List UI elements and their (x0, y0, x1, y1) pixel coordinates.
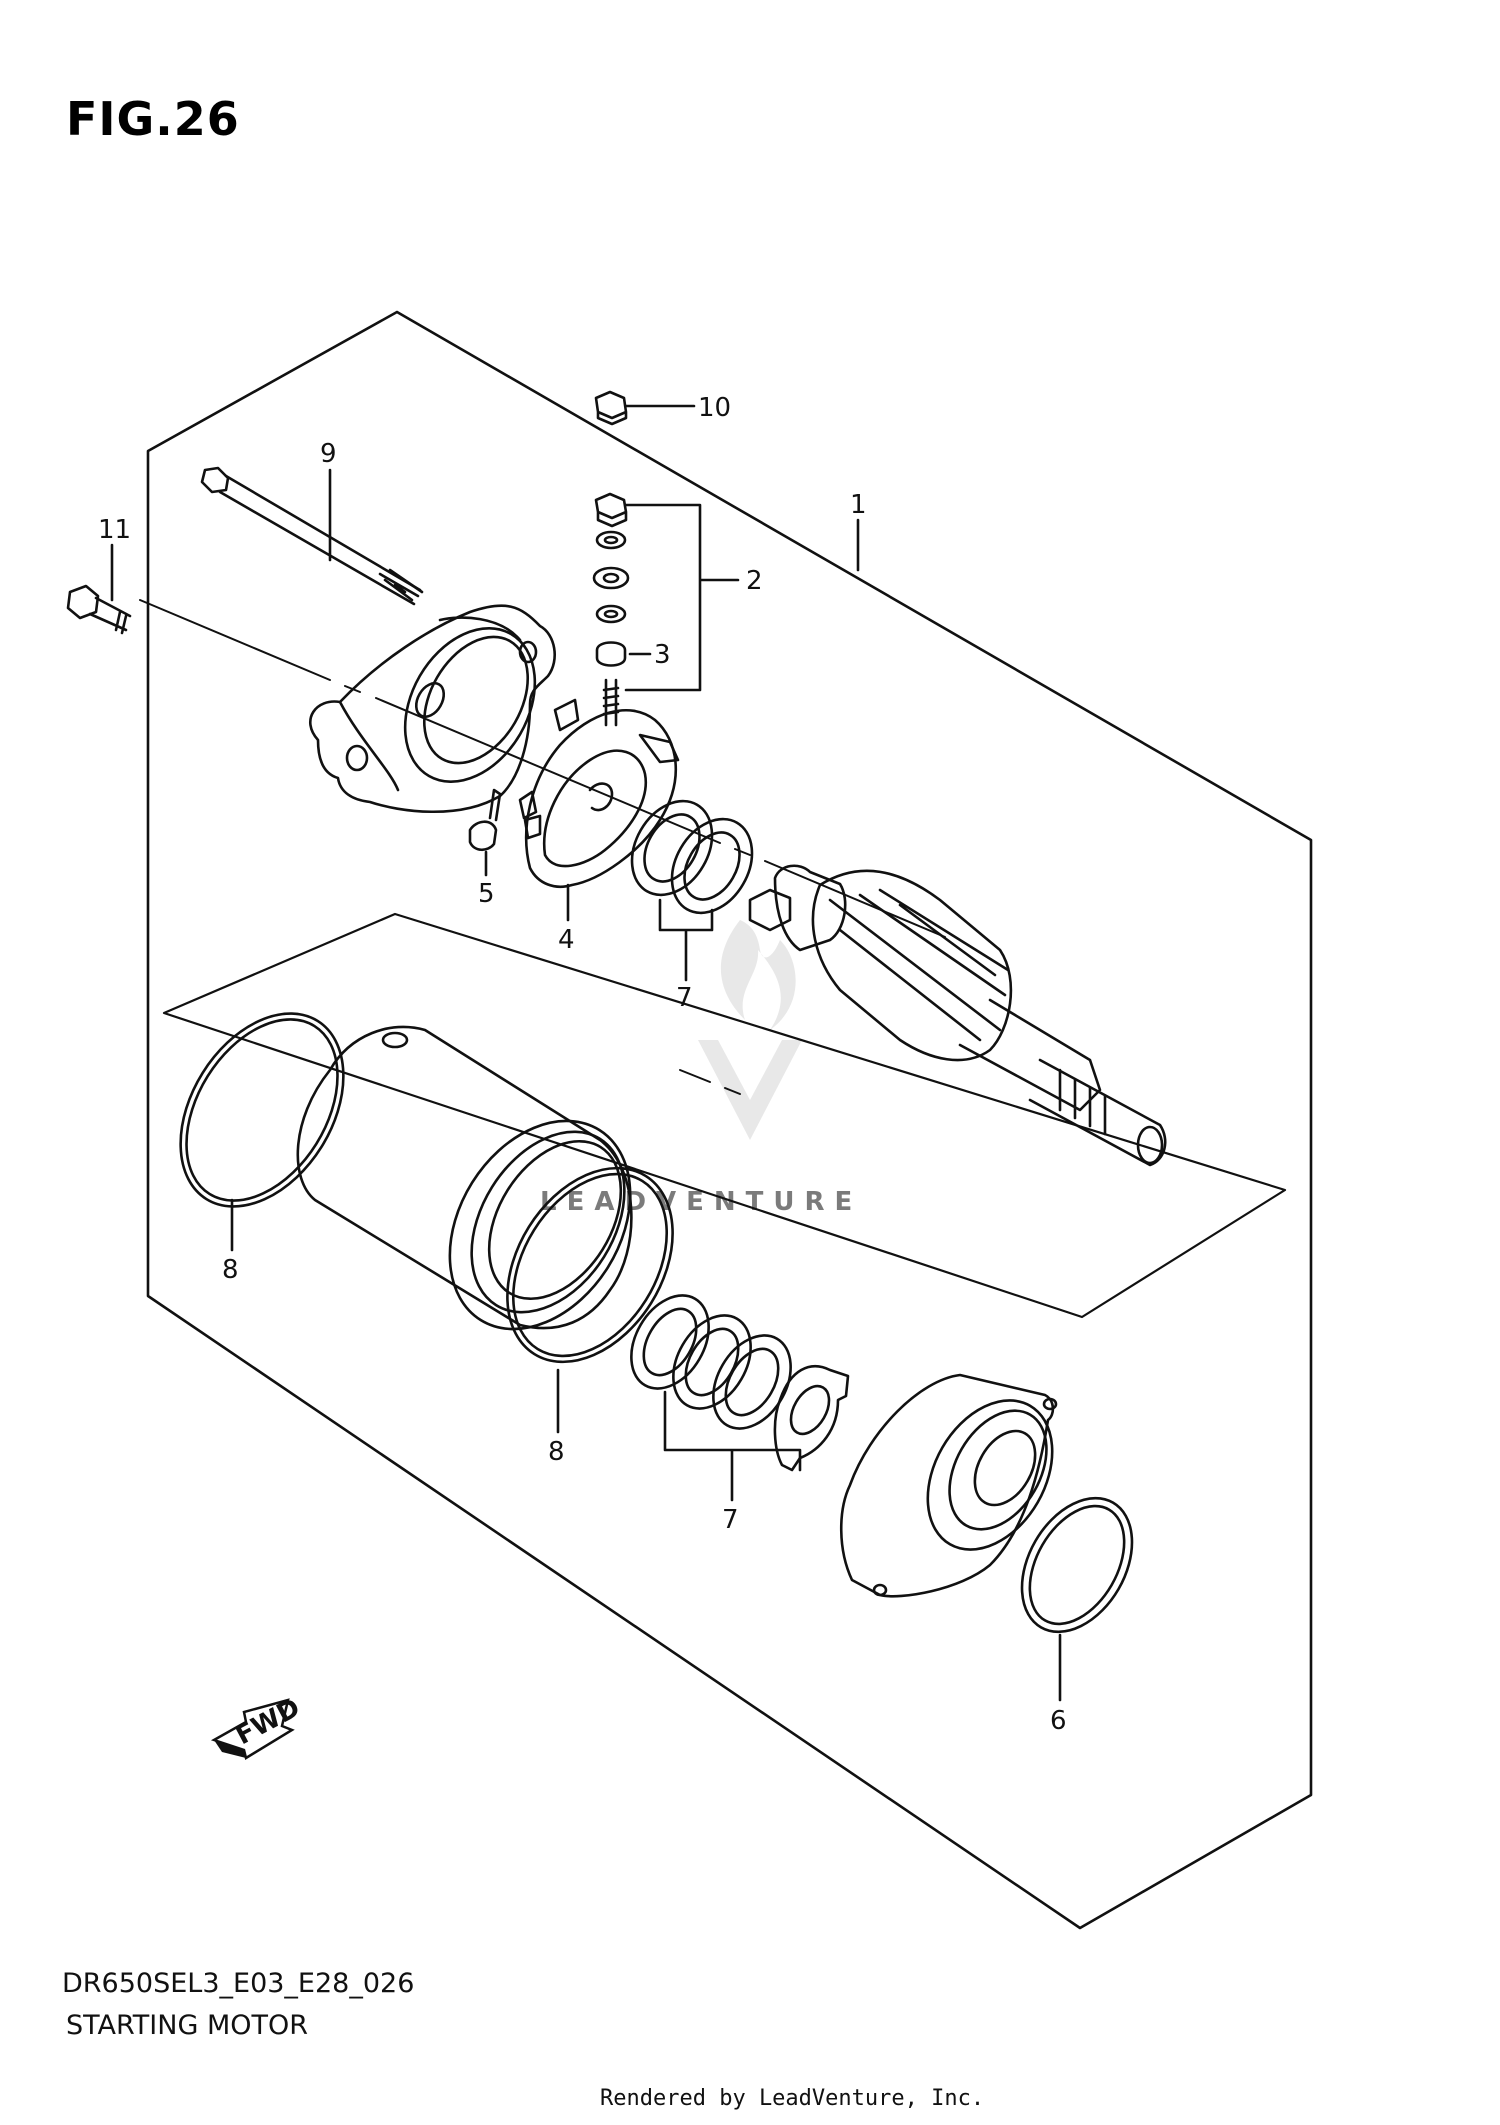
callout-8-lower: 8 (548, 1437, 565, 1467)
callout-3: 3 (654, 640, 671, 670)
leadventure-watermark: LEADVENTURE (540, 920, 862, 1217)
leader-2 (624, 503, 740, 692)
terminal-washer (592, 566, 630, 590)
callout-8-upper: 8 (222, 1255, 239, 1285)
callout-7-lower: 7 (722, 1505, 739, 1535)
callout-4: 4 (558, 925, 575, 955)
through-bolt (200, 466, 424, 606)
armature-subgroup-outline (162, 912, 1287, 1319)
callout-1: 1 (850, 490, 867, 520)
assembly-outline (146, 310, 1313, 1930)
terminal-washer (595, 530, 627, 550)
page-title: FIG.26 (66, 92, 240, 146)
terminal-insulator (595, 641, 627, 667)
o-ring-rear (179, 1012, 345, 1208)
forward-arrow-icon: FWD (210, 1693, 305, 1760)
leader-7-lower (663, 1390, 802, 1502)
watermark-flame-icon (720, 920, 796, 1030)
terminal-stud (602, 678, 620, 727)
brush (468, 788, 502, 852)
callout-7-upper: 7 (676, 983, 693, 1013)
terminal-hardware-set (592, 492, 630, 727)
watermark-text: LEADVENTURE (540, 1187, 862, 1217)
terminal-nut (594, 492, 628, 528)
callout-9: 9 (320, 439, 337, 469)
callout-11: 11 (98, 515, 131, 545)
mounting-bolt (66, 584, 132, 635)
callout-6: 6 (1050, 1706, 1067, 1736)
watermark-v-icon (698, 1040, 802, 1140)
terminal-washer (595, 604, 627, 624)
callout-5: 5 (478, 879, 495, 909)
model-code: DR650SEL3_E03_E28_026 (62, 1968, 415, 1999)
front-housing (839, 1373, 1058, 1598)
yoke-housing (296, 1025, 633, 1331)
lower-shim-washers (630, 1294, 850, 1472)
o-ring-front (506, 1166, 674, 1364)
diagram-caption: STARTING MOTOR (66, 2010, 309, 2041)
upper-shim-washers (630, 799, 754, 915)
o-ring-front-cover (1020, 1496, 1134, 1634)
top-nut (594, 390, 628, 426)
callout-2: 2 (746, 566, 763, 596)
rear-end-cover (309, 604, 556, 814)
center-axis-line-lower (679, 1069, 741, 1095)
leader-7-upper (658, 898, 714, 982)
rendered-by-credit: Rendered by LeadVenture, Inc. (600, 2086, 985, 2111)
callout-10: 10 (698, 393, 731, 423)
brush-holder (518, 698, 680, 889)
armature (748, 864, 1167, 1167)
